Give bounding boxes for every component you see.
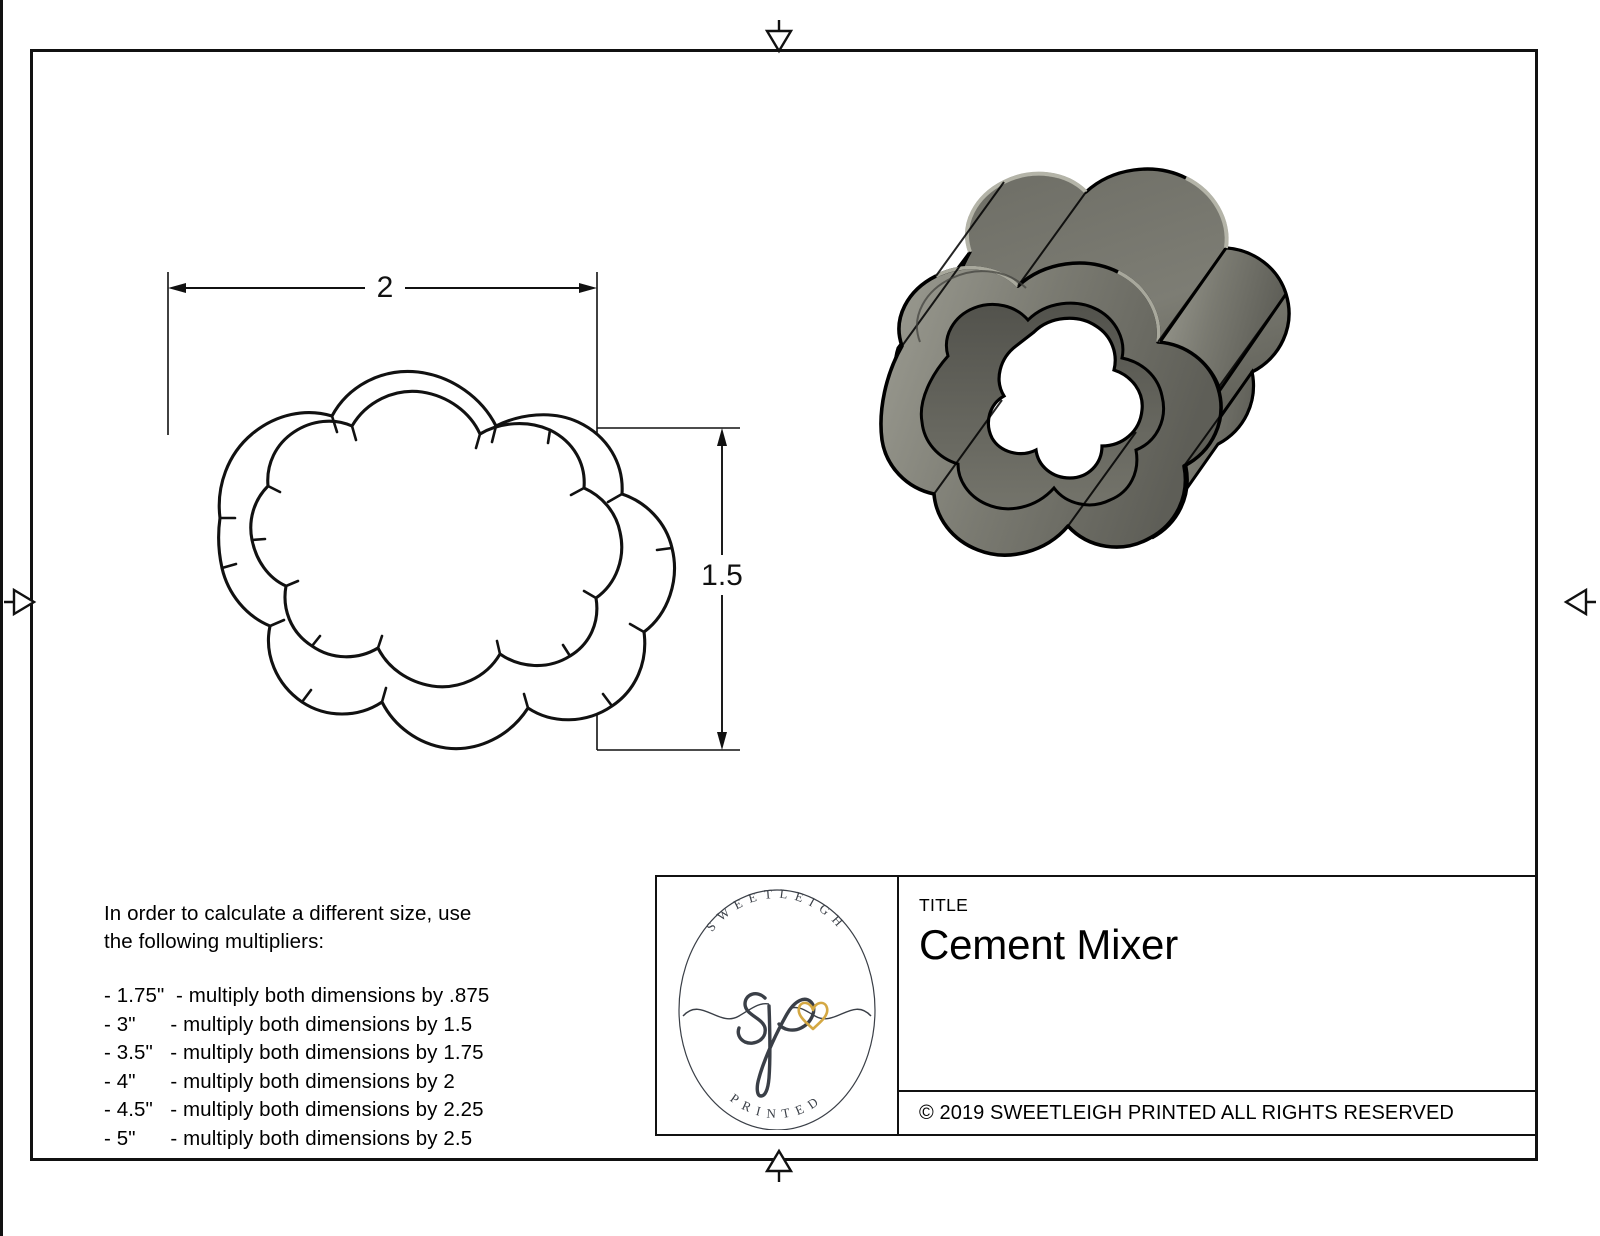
copyright-text: © 2019 SWEETLEIGH PRINTED ALL RIGHTS RES… (919, 1101, 1454, 1124)
title-label: TITLE (919, 895, 969, 915)
list-item: - 3.5" - multiply both dimensions by 1.7… (104, 1041, 484, 1064)
logo-heart-icon (797, 1001, 829, 1030)
list-item: - 1.75" - multiply both dimensions by .8… (104, 984, 490, 1007)
title-field: TITLE Cement Mixer (899, 877, 1536, 1090)
list-item: - 5" - multiply both dimensions by 2.5 (104, 1126, 473, 1150)
dimension-height (717, 428, 727, 750)
profile-tangent-ticks (218, 414, 674, 710)
center-mark-bottom-icon (760, 1148, 798, 1182)
logo-badge-outline (678, 888, 876, 1130)
logo-swash-left (682, 1002, 770, 1019)
cutter-inner-contour (915, 270, 1027, 343)
center-mark-right-icon (1562, 585, 1596, 619)
list-item: - 3" - multiply both dimensions by 1.5 (104, 1012, 473, 1036)
center-mark-top-icon (760, 20, 798, 54)
sheet-border-outer-top-stub (0, 0, 3, 52)
dimension-height-label: 1.5 (701, 559, 743, 592)
cutter-front-body (879, 261, 1223, 557)
center-mark-left-icon (4, 585, 38, 619)
copyright-field: © 2019 SWEETLEIGH PRINTED ALL RIGHTS RES… (899, 1090, 1536, 1134)
notes-lead-line-2: the following multipliers: (104, 930, 325, 953)
multiplier-list: - 1.75" - multiply both dimensions by .8… (104, 982, 634, 1153)
list-item: - 4.5" - multiply both dimensions by 2.2… (104, 1098, 484, 1121)
size-multiplier-notes: In order to calculate a different size, … (104, 900, 634, 1153)
list-item: - 4" - multiply both dimensions by 2 (104, 1069, 455, 1093)
dimension-width-label: 2 (377, 271, 394, 304)
logo-monogram (736, 991, 816, 1098)
brand-logo: SWEETLEIGH PRINTED (657, 877, 899, 1134)
cutter-facet-seams (901, 181, 1287, 527)
inner-profile-tangent-ticks (250, 424, 598, 658)
notes-lead-line-1: In order to calculate a different size, … (104, 902, 472, 925)
isometric-render (820, 120, 1340, 640)
title-block-fields: TITLE Cement Mixer © 2019 SWEETLEIGH PRI… (899, 877, 1536, 1134)
orthographic-view: 2 1.5 (100, 250, 780, 810)
title-block: SWEETLEIGH PRINTED TITLE Cem (655, 875, 1538, 1136)
dimension-width (168, 283, 597, 293)
page-title: Cement Mixer (919, 921, 1178, 968)
